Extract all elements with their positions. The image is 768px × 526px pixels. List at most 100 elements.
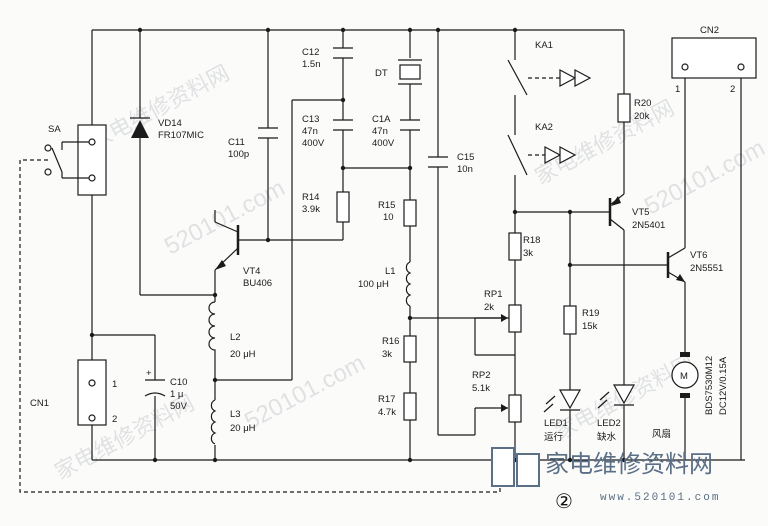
l1-value: 100 μH (358, 279, 389, 290)
l1-name: L1 (385, 266, 396, 277)
r18-resistor: R18 3k (508, 232, 540, 261)
cn2-pin2: 2 (730, 84, 735, 95)
watermark-url: 520101.com (640, 134, 768, 220)
cn2-label: CN2 (700, 25, 719, 36)
r20-value: 20k (634, 111, 650, 122)
c13-value: 47n (302, 126, 318, 137)
ka1-label: KA1 (535, 40, 553, 51)
r17-resistor: R17 4.7k (378, 392, 417, 421)
r20-name: R20 (634, 98, 651, 109)
r15-resistor: R15 10 (378, 199, 417, 227)
rp2-name: RP2 (472, 370, 490, 381)
c11-capacitor: C11 100p (228, 127, 278, 160)
motor-rating: DC12V/0.15A (718, 356, 729, 415)
c1a-voltage: 400V (372, 138, 395, 149)
c13-voltage: 400V (302, 138, 325, 149)
vt4-transistor: VT4 BU406 (214, 221, 272, 289)
c12-name: C12 (302, 47, 319, 58)
vt4-name: VT4 (243, 266, 260, 277)
vd14-part: FR107MIC (158, 130, 204, 141)
r18-name: R18 (523, 235, 540, 246)
r15-name: R15 (378, 200, 395, 211)
watermark-text: 家电维修资料网 (86, 61, 234, 155)
c10-name: C10 (170, 377, 187, 388)
c13-name: C13 (302, 114, 319, 125)
logo-url: www.520101.com (600, 492, 720, 504)
vd14-diode: VD14 FR107MIC (130, 117, 204, 141)
watermark-text: 家电维修资料网 (531, 96, 679, 190)
c11-value: 100p (228, 149, 249, 160)
l2-value: 20 μH (230, 349, 256, 360)
cn1-pin2: 2 (112, 414, 117, 425)
r18-value: 3k (523, 248, 533, 259)
rp2-potentiometer: RP2 5.1k (472, 370, 522, 423)
l3-inductor: L3 20 μH (210, 399, 256, 445)
c1a-name: C1A (372, 114, 391, 125)
vt5-part: 2N5401 (632, 220, 665, 231)
fan-motor: M BDS7530M12 DC12V/0.15A 风扇 (652, 352, 729, 440)
site-logo: 家电维修资料网 www.520101.com (491, 447, 720, 504)
rp2-value: 5.1k (472, 383, 490, 394)
rp1-name: RP1 (484, 289, 502, 300)
c10-value: 1 μ (170, 389, 183, 400)
r19-value: 15k (582, 321, 598, 332)
r16-name: R16 (382, 336, 399, 347)
logo-text: 家电维修资料网 (545, 450, 713, 478)
l3-name: L3 (230, 409, 241, 420)
figure-number: ② (555, 489, 573, 513)
led1: LED1 运行 (543, 389, 582, 443)
r16-resistor: R16 3k (382, 335, 417, 363)
vt6-name: VT6 (690, 250, 707, 261)
c11-name: C11 (228, 137, 245, 148)
c10-polarity: + (146, 368, 152, 379)
l3-value: 20 μH (230, 423, 256, 434)
led1-desc: 运行 (544, 431, 564, 443)
led2-desc: 缺水 (597, 431, 617, 443)
r14-name: R14 (302, 192, 319, 203)
vt4-part: BU406 (243, 278, 272, 289)
rp1-value: 2k (484, 302, 494, 313)
motor-symbol: M (680, 371, 688, 382)
rp1-potentiometer: RP1 2k (475, 289, 522, 333)
cn1-label: CN1 (30, 398, 49, 409)
c15-name: C15 (457, 152, 474, 163)
vt5-name: VT5 (632, 207, 649, 218)
sa-switch: SA (44, 124, 107, 196)
c15-value: 10n (457, 164, 473, 175)
vd14-name: VD14 (158, 118, 182, 129)
r17-value: 4.7k (378, 407, 396, 418)
c13-capacitor: C13 47n 400V (302, 114, 353, 149)
r15-value: 10 (383, 212, 394, 223)
led2-name: LED2 (597, 418, 621, 429)
r19-resistor: R19 15k (563, 305, 599, 335)
watermark-url: 520101.com (160, 174, 289, 260)
c1a-capacitor: C1A 47n 400V (372, 114, 420, 149)
dt-transducer: DT (375, 59, 422, 85)
vt5-transistor: VT5 2N5401 (608, 193, 665, 231)
r19-name: R19 (582, 308, 599, 319)
vt6-part: 2N5551 (690, 263, 723, 274)
r14-value: 3.9k (302, 204, 320, 215)
motor-part: BDS7530M12 (704, 356, 715, 415)
junction-dots (89, 27, 627, 463)
l2-name: L2 (230, 332, 241, 343)
c1a-value: 47n (372, 126, 388, 137)
c12-capacitor: C12 1.5n (302, 47, 353, 70)
r14-resistor: R14 3.9k (302, 191, 350, 223)
cn2-pin1: 1 (675, 84, 680, 95)
sa-label: SA (48, 124, 61, 135)
ka2-label: KA2 (535, 122, 553, 133)
cn1-pin1: 1 (112, 379, 117, 390)
c12-value: 1.5n (302, 59, 321, 70)
r16-value: 3k (382, 349, 392, 360)
c10-voltage: 50V (170, 401, 188, 412)
led2: LED2 缺水 (597, 384, 636, 443)
c10-capacitor: + C10 1 μ 50V (144, 368, 188, 412)
dt-label: DT (375, 68, 388, 79)
r20-resistor: R20 20k (617, 93, 651, 123)
fan-label: 风扇 (652, 428, 671, 440)
ka2-relay-contact: KA2 (507, 122, 577, 180)
ka1-relay-contact: KA1 (507, 40, 592, 100)
